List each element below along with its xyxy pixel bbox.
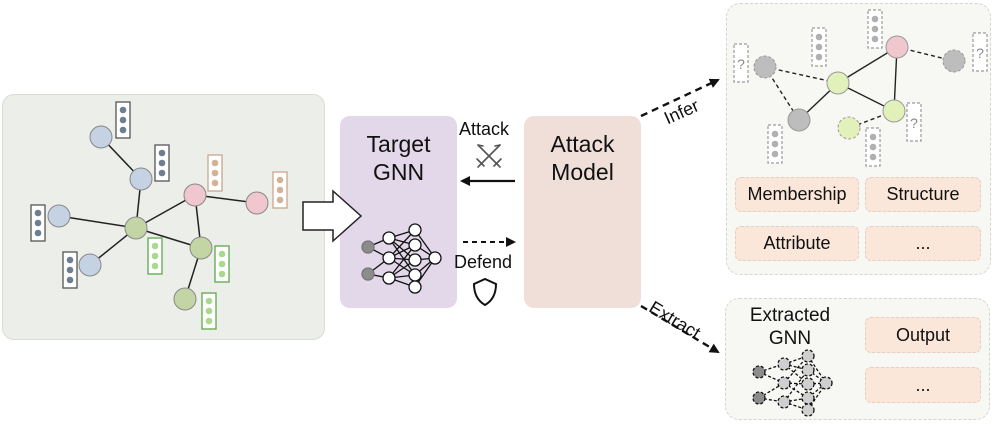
unknown-feature-vector: ? [906, 102, 922, 142]
graph-node [837, 116, 861, 140]
output-pill: Output [865, 317, 981, 353]
graph-node [124, 216, 148, 240]
svg-text:?: ? [976, 45, 984, 61]
attack-model-box [524, 116, 641, 308]
graph-node [78, 253, 102, 277]
extracted-gnn-title: Extracted GNN [730, 304, 850, 350]
attack-model-title-line1: Attack [550, 131, 615, 157]
attribute-pill: Attribute [735, 226, 859, 261]
extracted-gnn-title-line1: Extracted [749, 305, 831, 326]
feature-vector-gray [865, 127, 881, 167]
more-outputs-pill: ... [865, 367, 981, 403]
graph-node [753, 55, 777, 79]
feature-vector-gray [811, 27, 827, 67]
target-gnn-title-line1: Target [366, 131, 431, 157]
feature-vector-blue [154, 144, 170, 182]
target-gnn-title: Target GNN [340, 130, 457, 186]
inferred-feature-vectors: ? ? ? [733, 9, 988, 167]
feature-vector-pink [272, 171, 288, 209]
graph-node [173, 287, 197, 311]
graph-node [245, 191, 269, 215]
feature-vector-blue [62, 251, 78, 289]
graph-node [47, 204, 71, 228]
feature-vector-gray [867, 9, 883, 49]
svg-text:?: ? [737, 56, 745, 72]
shield-icon [472, 277, 498, 307]
feature-vector-green [214, 245, 230, 283]
membership-pill: Membership [735, 177, 859, 212]
attack-model-title: Attack Model [524, 130, 641, 186]
graph-node [826, 71, 850, 95]
graph-node [882, 99, 906, 123]
feature-vector-blue [30, 204, 46, 242]
input-graph-nodes [47, 125, 269, 311]
extracted-gnn-network-icon [752, 349, 833, 417]
extract-arrow [640, 304, 720, 354]
feature-vector-green [147, 237, 163, 275]
target-gnn-box [340, 116, 457, 308]
graph-node [183, 183, 207, 207]
inferred-graph-nodes [753, 35, 966, 140]
feature-vector-gray [767, 124, 783, 164]
feature-vector-pink [207, 154, 223, 192]
target-gnn-title-line2: GNN [372, 159, 425, 185]
graph-node [129, 167, 153, 191]
attack-model-title-line2: Model [551, 159, 614, 185]
crossed-swords-icon [476, 144, 502, 168]
svg-text:?: ? [910, 115, 918, 131]
graph-node [89, 125, 113, 149]
graph-node [787, 108, 811, 132]
attack-label: Attack [459, 119, 510, 139]
target-gnn-network-icon [361, 223, 442, 294]
graph-node [189, 236, 213, 260]
feature-vectors [30, 101, 288, 330]
input-arrow [302, 189, 363, 243]
graph-node [942, 49, 966, 73]
feature-vector-green [201, 292, 217, 330]
extracted-gnn-title-line2: GNN [768, 328, 812, 349]
infer-arrow [640, 78, 720, 118]
unknown-feature-vector: ? [972, 32, 988, 72]
defend-label: Defend [454, 252, 513, 272]
more-targets-pill: ... [865, 226, 981, 261]
graph-node [885, 35, 909, 59]
unknown-feature-vector: ? [733, 43, 749, 83]
structure-pill: Structure [865, 177, 981, 212]
feature-vector-blue [115, 101, 131, 139]
